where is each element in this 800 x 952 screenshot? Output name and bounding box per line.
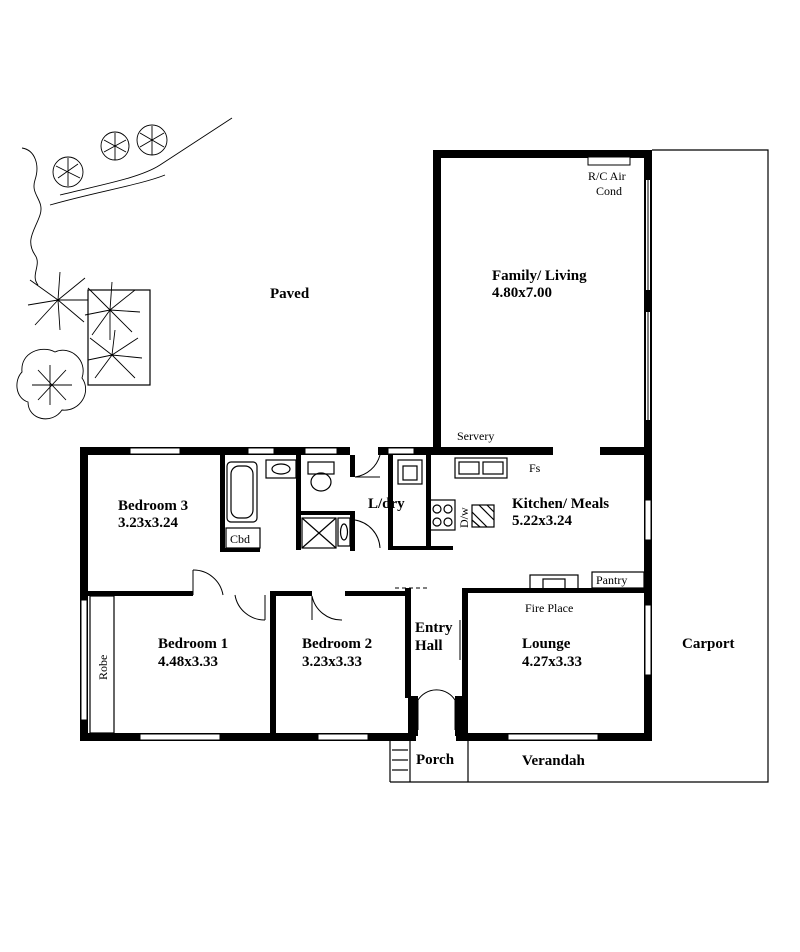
verandah-label: Verandah	[522, 753, 585, 769]
bedroom1-size: 4.48x3.33	[158, 654, 218, 670]
toilet-icon	[307, 461, 335, 475]
porch-steps	[392, 749, 408, 771]
garden-landscaping	[16, 117, 233, 420]
shrub-icon	[16, 348, 87, 420]
cooktop-icon	[429, 499, 456, 531]
air-conditioner-icon	[587, 156, 631, 166]
cbd-label: Cbd	[230, 532, 250, 546]
fireplace-icon	[529, 574, 579, 590]
kitchen-fixtures	[429, 457, 645, 590]
tree-icon	[100, 131, 130, 161]
garden-bed	[87, 289, 151, 386]
basin-icon	[265, 459, 297, 479]
palm-icon	[87, 329, 143, 379]
bedroom3-label: Bedroom 3	[118, 498, 188, 514]
carport-outline	[390, 149, 769, 783]
family-living-label: Family/ Living	[492, 268, 587, 284]
bathroom-fixtures	[226, 459, 423, 549]
robe-outline	[89, 595, 115, 734]
palm-icon	[27, 271, 88, 331]
bedroom2-size: 3.23x3.33	[302, 654, 362, 670]
lounge-size: 4.27x3.33	[522, 654, 582, 670]
fire-place-label: Fire Place	[525, 601, 573, 615]
entry-label: Entry	[415, 620, 453, 636]
tree-icon	[52, 156, 84, 188]
hall-label: Hall	[415, 638, 443, 654]
rc-air-label: R/C Air	[588, 169, 626, 183]
lounge-label: Lounge	[522, 636, 571, 652]
interior-walls	[88, 455, 644, 736]
palm-icon	[84, 281, 141, 340]
pantry-outline	[591, 571, 645, 589]
island-icon	[471, 504, 495, 528]
porch-label: Porch	[416, 752, 455, 768]
bedroom2-label: Bedroom 2	[302, 636, 372, 652]
ldry-label: L/dry	[368, 496, 405, 512]
bedroom1-label: Bedroom 1	[158, 636, 228, 652]
paved-label: Paved	[270, 286, 310, 302]
sink-icon	[454, 457, 508, 479]
kitchen-meals-label: Kitchen/ Meals	[512, 496, 609, 512]
bathtub-icon	[226, 461, 258, 523]
shower-icon	[301, 517, 337, 549]
kitchen-meals-size: 5.22x3.24	[512, 513, 573, 529]
exterior-walls	[80, 150, 652, 741]
windows	[80, 447, 652, 741]
pantry-label: Pantry	[596, 573, 627, 587]
fs-label: Fs	[529, 461, 541, 475]
servery-label: Servery	[457, 429, 494, 443]
doors	[192, 454, 461, 730]
bedroom3-size: 3.23x3.24	[118, 515, 179, 531]
family-living-size: 4.80x7.00	[492, 285, 552, 301]
dw-label: D/w	[457, 507, 471, 528]
trough-icon	[397, 459, 423, 485]
tree-icon	[136, 124, 168, 156]
cupboard-outline	[225, 527, 261, 549]
carport-label: Carport	[682, 636, 735, 652]
cond-label: Cond	[596, 184, 622, 198]
robe-label: Robe	[96, 655, 110, 680]
